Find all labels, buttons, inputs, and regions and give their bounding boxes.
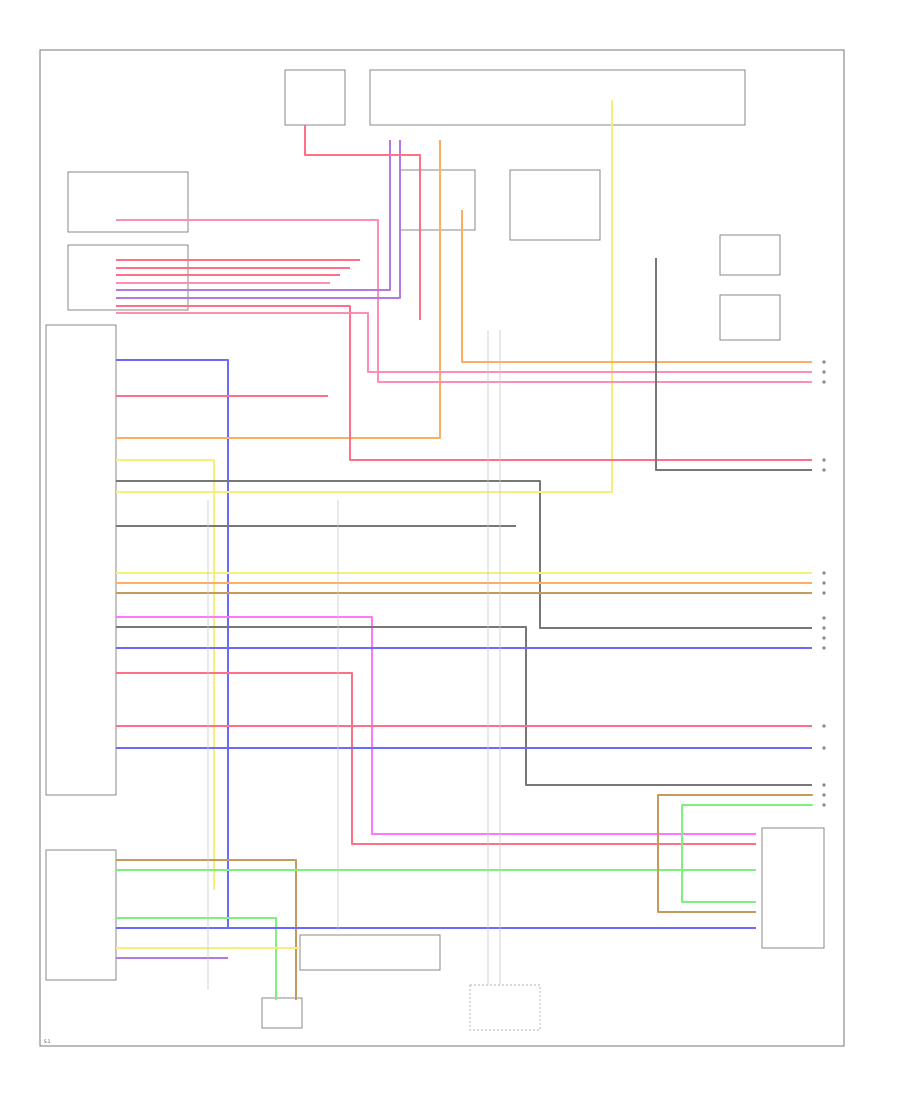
left-rear-speaker-box <box>67 171 189 233</box>
terminal-marker-14 <box>822 746 826 750</box>
terminal-marker-1 <box>822 360 826 364</box>
terminal-marker-9 <box>822 616 826 620</box>
navigation-receiver-box <box>45 849 117 981</box>
left-front-speaker-box <box>67 244 189 311</box>
wire-red-14 <box>116 672 756 845</box>
terminal-marker-13 <box>822 724 826 728</box>
wire-violet-23 <box>116 140 401 299</box>
wire-pink-25 <box>116 312 812 373</box>
noise-filter-box <box>299 934 441 971</box>
wire-tan-34 <box>657 794 813 913</box>
terminal-marker-3 <box>822 380 826 384</box>
wire-red-24 <box>116 305 812 461</box>
right-front-speaker-box <box>719 234 781 276</box>
wire-pink-17 <box>116 219 812 383</box>
wire-red-26 <box>304 125 421 320</box>
fuse-block-box <box>284 69 346 126</box>
stereo-component-amplifier-box <box>761 827 825 949</box>
terminal-marker-16 <box>822 793 826 797</box>
junction-block-box <box>369 69 746 126</box>
wire-tan-29 <box>116 859 297 1000</box>
terminal-marker-5 <box>822 468 826 472</box>
wire-orange-3 <box>116 140 441 439</box>
wire-labels <box>822 360 826 807</box>
antenna-box <box>261 997 303 1029</box>
ignition-relay-box <box>399 169 476 231</box>
terminal-marker-15 <box>822 783 826 787</box>
wire-yellow-6 <box>116 100 613 493</box>
wire-orange-27 <box>461 210 812 363</box>
terminal-marker-8 <box>822 591 826 595</box>
terminal-marker-7 <box>822 581 826 585</box>
radio-receiver-assembly-box <box>45 324 117 796</box>
wire-traces <box>116 100 813 1000</box>
footer-code: S.1 <box>44 1039 51 1044</box>
wire-green-31 <box>116 917 277 1000</box>
wire-blue-1 <box>116 359 229 928</box>
wire-green-35 <box>681 804 813 903</box>
terminal-marker-4 <box>822 458 826 462</box>
terminal-marker-10 <box>822 626 826 630</box>
wire-gray-12 <box>116 626 812 786</box>
terminal-marker-17 <box>822 803 826 807</box>
terminal-marker-6 <box>822 571 826 575</box>
wire-violet-22 <box>116 140 391 291</box>
terminal-marker-12 <box>822 646 826 650</box>
steering-pad-switch-box <box>509 169 601 241</box>
wire-yellow-4 <box>116 459 215 890</box>
terminal-marker-11 <box>822 636 826 640</box>
right-rear-speaker-box <box>719 294 781 341</box>
wire-gray-28 <box>655 258 812 471</box>
wire-gray-5 <box>116 480 812 629</box>
ground-point-box <box>469 984 541 1031</box>
terminal-marker-2 <box>822 370 826 374</box>
diagram-border <box>39 49 845 1047</box>
